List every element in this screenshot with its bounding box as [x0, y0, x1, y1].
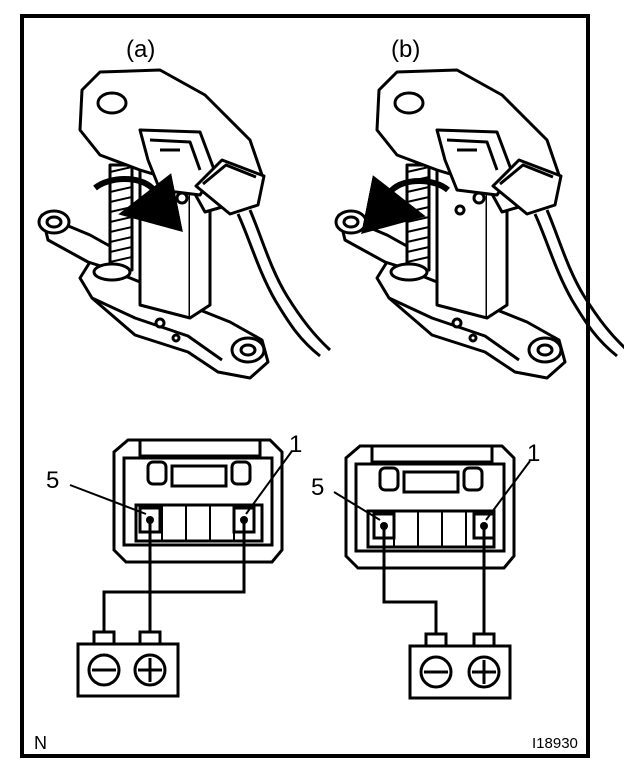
minus-terminal-icon [87, 653, 121, 687]
plus-terminal-icon [467, 655, 501, 689]
pin-1-label-a: 1 [289, 431, 303, 458]
leader-line [69, 484, 147, 515]
pin-5-label-b: 5 [311, 474, 325, 501]
connector-face-a [112, 438, 284, 564]
connector-face-b [344, 444, 516, 570]
minus-terminal-icon [419, 655, 453, 689]
leader-line [333, 491, 381, 521]
rotation-arrow-icon [93, 173, 183, 232]
pin-1-label-b: 1 [527, 440, 541, 467]
sensor-assembly-a [37, 68, 332, 380]
panel-label-a: (a) [126, 36, 156, 63]
leader-line [485, 460, 531, 521]
battery-b [408, 632, 512, 700]
wire-pin5-to-minus-b [382, 526, 438, 634]
plus-terminal-icon [133, 653, 167, 687]
wire-pin1-to-minus-a [102, 520, 246, 632]
corner-mark: N [34, 733, 47, 753]
sensor-assembly-b [334, 68, 624, 380]
diagram-border [20, 14, 590, 758]
pin-5-label-a: 5 [46, 467, 60, 494]
panel-label-b: (b) [391, 36, 421, 63]
leader-line [245, 450, 293, 515]
rotation-arrow-icon [361, 175, 450, 234]
figure-code: I18930 [532, 735, 578, 752]
